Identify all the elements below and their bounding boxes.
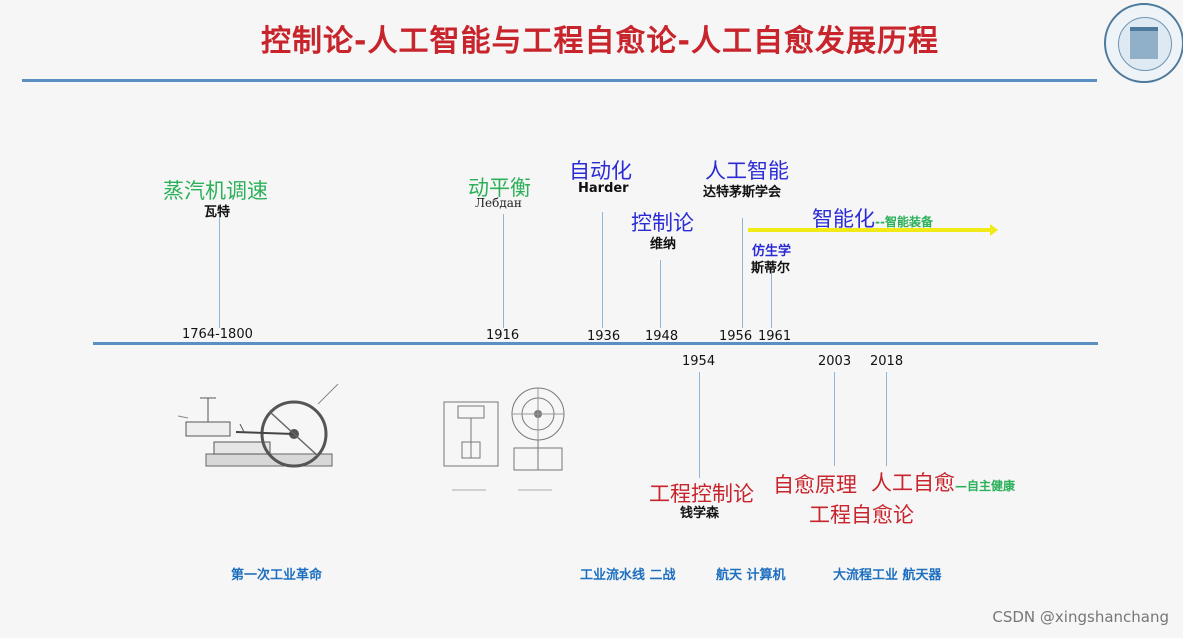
year-1961: 1961 xyxy=(758,329,792,344)
connector-engctrl xyxy=(699,372,700,478)
year-1764-1800: 1764-1800 xyxy=(182,327,253,342)
label-bionics: 仿生学 xyxy=(752,244,792,259)
title-rule xyxy=(22,79,1097,82)
university-logo xyxy=(1104,3,1183,83)
year-1936: 1936 xyxy=(587,329,621,344)
label-artificial-self-healing: 人工自愈—自主健康 xyxy=(871,467,1015,497)
artificial-self-healing-text: 人工自愈 xyxy=(871,471,955,495)
label-dynamic-balance: 动平衡 xyxy=(468,176,531,200)
connector-bionics xyxy=(771,268,772,328)
person-steele: 斯蒂尔 xyxy=(751,261,791,276)
year-2003: 2003 xyxy=(818,354,852,369)
label-automation: 自动化 xyxy=(569,159,632,183)
label-engineering-cybernetics: 工程控制论 xyxy=(649,482,754,506)
era-aerospace-computer: 航天 计算机 xyxy=(716,568,786,583)
csdn-watermark: CSDN @xingshanchang xyxy=(992,608,1169,626)
year-1916: 1916 xyxy=(486,328,520,343)
connector-balance xyxy=(503,214,504,328)
label-cybernetics: 控制论 xyxy=(631,211,694,235)
person-harder: Harder xyxy=(578,181,629,196)
label-self-healing-principle: 自愈原理 xyxy=(773,473,857,497)
year-1948: 1948 xyxy=(645,329,679,344)
connector-artheal xyxy=(886,372,887,466)
person-qian-xuesen: 钱学森 xyxy=(680,506,720,521)
connector-cybernetics xyxy=(660,260,661,328)
steam-engine-illustration xyxy=(178,384,339,468)
person-lebdan: Лебдан xyxy=(475,196,522,210)
person-dartmouth: 达特茅斯学会 xyxy=(703,185,782,200)
person-wiener: 维纳 xyxy=(650,237,677,252)
intelligentization-text: 智能化 xyxy=(812,207,875,231)
era-process-industry-spacecraft: 大流程工业 航天器 xyxy=(833,568,942,583)
connector-automation xyxy=(602,212,603,328)
connector-selfheal xyxy=(834,372,835,466)
autonomous-health-text: —自主健康 xyxy=(955,479,1016,493)
label-steam-governor: 蒸汽机调速 xyxy=(163,179,268,203)
label-intelligentization: 智能化--智能装备 xyxy=(812,203,933,233)
timeline-axis xyxy=(93,342,1098,345)
year-1956: 1956 xyxy=(719,329,753,344)
year-2018: 2018 xyxy=(870,354,904,369)
balancing-machine-illustration xyxy=(443,387,565,491)
logo-building-icon xyxy=(1130,27,1158,59)
era-assembly-line-wwii: 工业流水线 二战 xyxy=(580,568,676,583)
intelligent-equipment-text: --智能装备 xyxy=(875,215,933,229)
era-first-industrial-revolution: 第一次工业革命 xyxy=(231,568,323,583)
year-1954: 1954 xyxy=(682,354,716,369)
connector-steam xyxy=(219,214,220,328)
connector-ai xyxy=(742,218,743,328)
intelligent-trend-arrow xyxy=(748,224,998,236)
label-artificial-intelligence: 人工智能 xyxy=(705,159,789,183)
slide-title: 控制论-人工智能与工程自愈论-人工自愈发展历程 xyxy=(261,24,939,59)
label-engineering-self-healing: 工程自愈论 xyxy=(809,503,914,527)
person-watt: 瓦特 xyxy=(204,205,231,220)
